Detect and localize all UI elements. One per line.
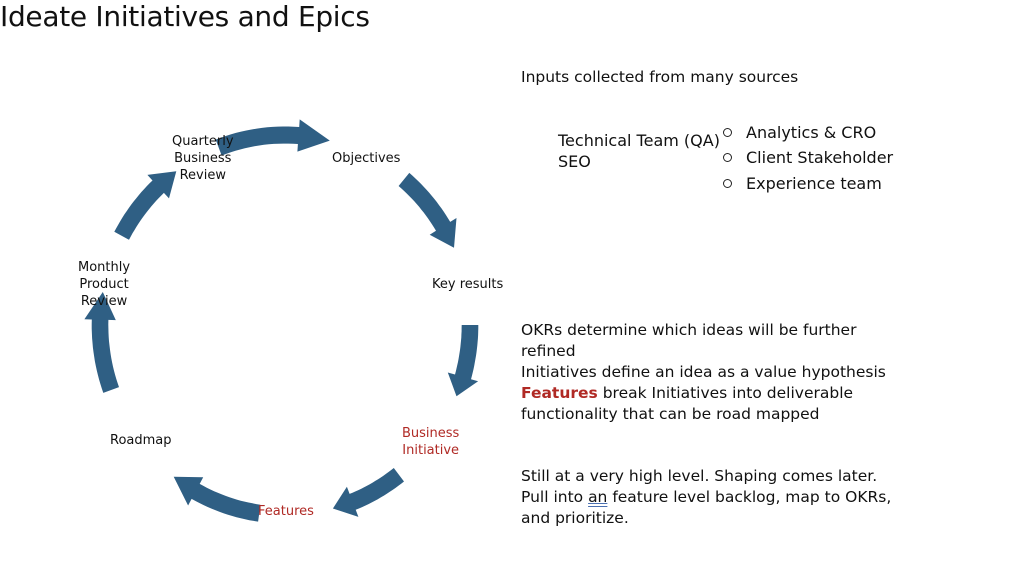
bullet-text: Analytics & CRO [746, 123, 877, 142]
notes-text: Pull into [521, 488, 589, 506]
grammar-flagged-word: an [588, 488, 608, 506]
arrow-objectives-to-key-results-icon [398, 172, 457, 248]
node-monthly-product-review: Monthly Product Review [78, 259, 130, 310]
node-roadmap: Roadmap [110, 432, 172, 449]
bullet-item: Client Stakeholder [723, 145, 893, 170]
arrow-features-to-roadmap-icon [173, 476, 261, 522]
features-emphasis: Features [521, 384, 598, 402]
bullet-item: Analytics & CRO [723, 120, 876, 145]
input-item-technical-team: Technical Team (QA) [558, 131, 720, 150]
node-label-line: Product [79, 277, 129, 292]
node-label-line: Key results [432, 277, 504, 292]
node-label-line: Business [174, 151, 232, 166]
bullet-item: Experience team [723, 171, 882, 196]
node-label-line: Review [179, 168, 226, 183]
node-label-line: Roadmap [110, 433, 172, 448]
slide-title: Ideate Initiatives and Epics [0, 0, 370, 33]
notes-text: feature level backlog, map to OKRs, and … [521, 488, 892, 527]
arrow-business-initiative-to-features-icon [332, 468, 404, 517]
arrow-key-results-to-business-initiative-icon [447, 325, 479, 397]
hollow-circle-bullet-icon [723, 179, 732, 188]
okrs-line-2: Initiatives define an idea as a value hy… [521, 363, 886, 381]
arrow-mpr-to-qbr-icon [114, 171, 177, 240]
node-label-line: Features [258, 504, 314, 519]
arrow-qbr-to-objectives-icon [215, 119, 330, 156]
bullet-text: Experience team [746, 174, 882, 193]
hollow-circle-bullet-icon [723, 128, 732, 137]
hollow-circle-bullet-icon [723, 153, 732, 162]
notes-line-2: Pull into an feature level backlog, map … [521, 487, 921, 529]
notes-line-1: Still at a very high level. Shaping come… [521, 467, 878, 485]
node-label-line: Monthly [78, 260, 131, 275]
node-business-initiative: Business Initiative [402, 425, 459, 459]
okrs-line-3-text: break Initiatives into deliverable funct… [521, 384, 854, 423]
bullet-text: Client Stakeholder [746, 148, 894, 167]
node-features: Features [258, 503, 314, 520]
node-label-line: Objectives [332, 151, 401, 166]
okrs-paragraph: OKRs determine which ideas will be furth… [521, 320, 891, 425]
node-label-line: Quarterly [172, 134, 234, 149]
node-label-line: Business [402, 426, 460, 441]
okrs-line-3: Features break Initiatives into delivera… [521, 383, 871, 425]
node-label-line: Initiative [402, 443, 460, 458]
node-label-line: Review [80, 294, 128, 309]
node-key-results: Key results [432, 276, 503, 293]
okrs-line-1: OKRs determine which ideas will be furth… [521, 321, 857, 360]
node-quarterly-business-review: Quarterly Business Review [172, 133, 234, 184]
input-item-seo: SEO [558, 152, 591, 171]
arrow-roadmap-to-mpr-icon [84, 292, 119, 393]
node-objectives: Objectives [332, 150, 400, 167]
notes-paragraph: Still at a very high level. Shaping come… [521, 466, 921, 529]
inputs-heading: Inputs collected from many sources [521, 68, 799, 86]
